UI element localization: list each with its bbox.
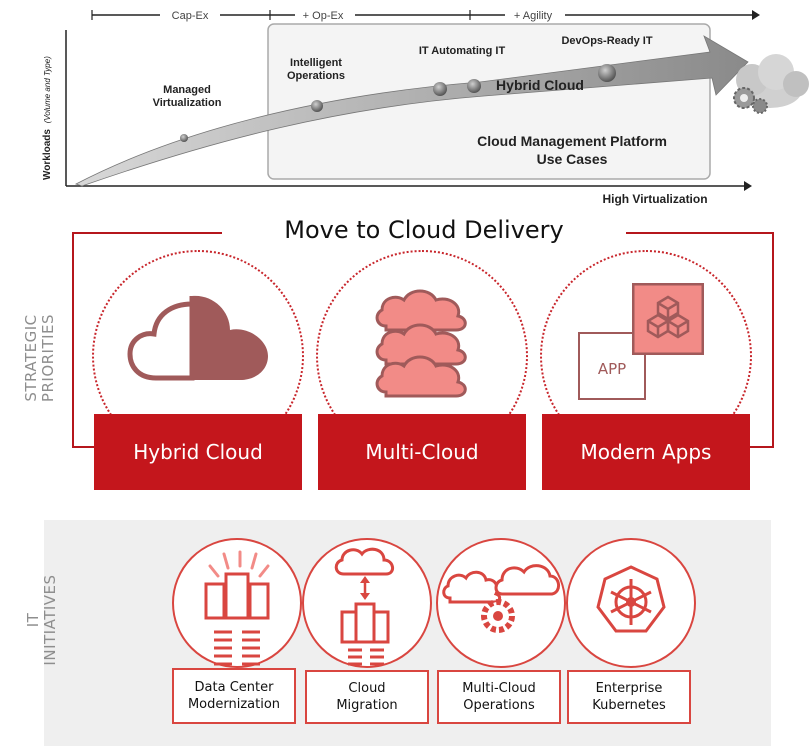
box-title-line1: Cloud Management Platform (477, 133, 667, 149)
initiative-label-migration[interactable]: Cloud Migration (305, 670, 429, 724)
initiative-label-kubernetes[interactable]: Enterprise Kubernetes (567, 670, 691, 724)
app-cubes-icon (632, 283, 704, 355)
priority-box-modern-apps[interactable]: Modern Apps (542, 414, 750, 490)
stage-automating: IT Automating IT (419, 45, 506, 57)
cloud-migration-icon (334, 547, 394, 666)
frame-top-left (72, 232, 222, 234)
stage-hybrid: Hybrid Cloud (496, 77, 584, 93)
stage-dot-devops (598, 64, 616, 82)
initiative-label-datacenter[interactable]: Data Center Modernization (172, 668, 296, 724)
stage-dot-intelligent (311, 100, 323, 112)
app-box-label: APP (597, 360, 627, 378)
growth-band (74, 35, 749, 187)
initiative-label-operations[interactable]: Multi-Cloud Operations (437, 670, 561, 724)
frame-bottom-left (72, 446, 94, 448)
stage-intelligent-line1: Intelligent (290, 57, 342, 69)
cloud-gears-icon (733, 54, 809, 114)
phase-arrow: Cap-Ex + Op-Ex + Agility (91, 8, 760, 22)
stage-dot-hybrid (467, 79, 481, 93)
stage-dot-automating (433, 82, 447, 96)
phase-agility: + Agility (514, 10, 553, 22)
phase-capex: Cap-Ex (172, 10, 209, 22)
kubernetes-icon (596, 565, 666, 633)
stage-dot-managed (180, 134, 188, 142)
stage-managed-line1: Managed (163, 84, 211, 96)
use-case-box (267, 23, 711, 180)
chart-axes (65, 30, 752, 191)
x-axis-label: High Virtualization (602, 192, 707, 206)
stage-intelligent-line2: Operations (287, 70, 345, 82)
stage-managed-line2: Virtualization (153, 97, 222, 109)
it-initiatives-label: IT INITIATIVES (24, 574, 59, 666)
frame-bottom-right (750, 446, 774, 448)
multi-cloud-gear-icon (442, 564, 560, 633)
phase-opex: + Op-Ex (303, 10, 344, 22)
priority-box-multi-cloud[interactable]: Multi-Cloud (318, 414, 526, 490)
section-title: Move to Cloud Delivery (222, 212, 626, 248)
frame-top-right (626, 232, 774, 234)
evolution-chart: Cap-Ex + Op-Ex + Agility Workloads (Volu… (42, 8, 809, 206)
strategic-priorities-label: STRATEGIC PRIORITIES (22, 313, 57, 403)
frame-right (772, 232, 774, 448)
half-filled-cloud-icon (127, 295, 268, 381)
y-axis-label: Workloads (Volume and Type) (42, 56, 53, 180)
box-title-line2: Use Cases (537, 151, 608, 167)
priority-box-hybrid-cloud[interactable]: Hybrid Cloud (94, 414, 302, 490)
stage-devops: DevOps-Ready IT (561, 35, 652, 47)
frame-left (72, 232, 74, 448)
stacked-clouds-icon (375, 289, 467, 398)
datacenter-icon (204, 550, 270, 666)
